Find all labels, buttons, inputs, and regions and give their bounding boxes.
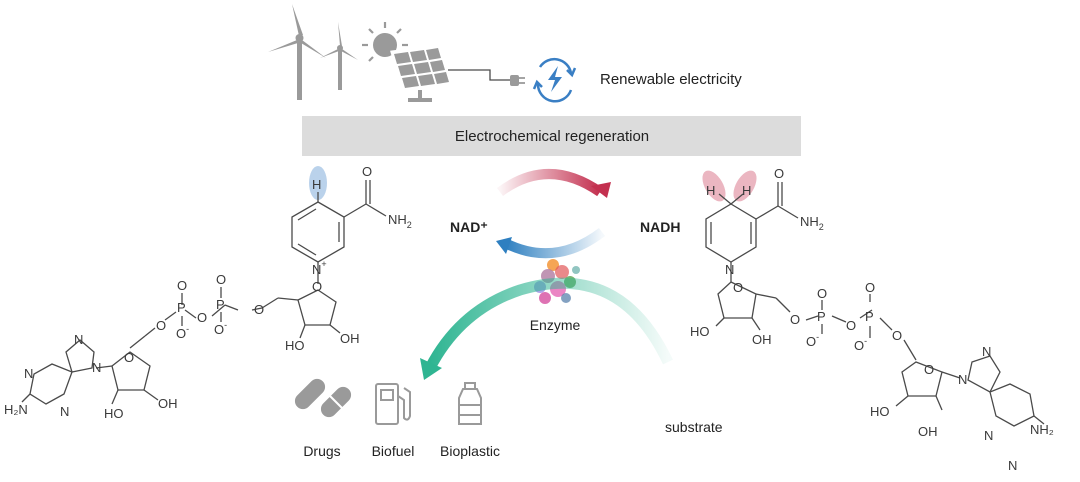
nad-amide-oxygen: O	[362, 164, 372, 179]
substrate-conversion-arrow	[420, 277, 673, 380]
nadh-hydrogen-highlight-2	[733, 170, 757, 202]
nad-ho-left: HO	[285, 338, 305, 353]
nadh-adenosine-ho: HO	[870, 404, 890, 419]
renewable-electricity-label: Renewable electricity	[600, 71, 742, 88]
nadh-p1-ominus: O-	[806, 332, 819, 349]
nadh-amide-nh2: NH2	[800, 214, 824, 232]
nad-bridge-oxygen-1: O	[254, 302, 264, 317]
enzyme-label: Enzyme	[530, 317, 581, 333]
nadh-adenine-n3: N	[984, 428, 993, 443]
bottle-icon	[458, 382, 482, 425]
nadh-h-atom-2: H	[742, 183, 751, 198]
nadh-h-atom-1: H	[706, 183, 715, 198]
nad-adenine-n3: N	[60, 404, 69, 419]
nad-adenine-nh2: H₂N	[4, 402, 28, 417]
oxidation-arrow	[496, 227, 606, 259]
nad-molecule	[21, 166, 387, 405]
nadh-adenine-n7: N	[982, 344, 991, 359]
nadh-bridge-oxygen-3: O	[892, 328, 902, 343]
nad-ring-oxygen: O	[312, 279, 322, 294]
nad-adenosine-oh: OH	[158, 396, 178, 411]
nadh-adenosine-ring-oxygen: O	[924, 362, 934, 377]
nadh-hydrogen-highlight-1	[702, 170, 726, 202]
nad-phosphorus-1: P	[216, 297, 225, 312]
biofuel-label: Biofuel	[372, 443, 415, 459]
nadh-bridge-oxygen-2: O	[846, 318, 856, 333]
nad-p1-oxygen-top: O	[216, 272, 226, 287]
nadh-p2-oxygen-top: O	[865, 280, 875, 295]
nadh-molecule	[702, 170, 1045, 427]
nad-hydrogen-highlight	[309, 166, 327, 200]
wind-turbine-small-icon	[320, 22, 358, 90]
nad-h-atom: H	[312, 177, 321, 192]
plug-icon	[510, 75, 525, 86]
nad-bridge-oxygen-2: O	[197, 310, 207, 325]
nadh-amide-oxygen: O	[774, 166, 784, 181]
nadh-adenine-nh2: NH₂	[1030, 422, 1054, 437]
nadh-label: NADH	[640, 219, 680, 235]
nad-oh-right: OH	[340, 331, 360, 346]
nadh-oh-right: OH	[752, 332, 772, 347]
nad-adenine-n1: N	[24, 366, 33, 381]
solar-panel-icon	[390, 44, 455, 102]
substrate-label: substrate	[665, 419, 723, 435]
nad-p2-ominus: O-	[176, 324, 189, 341]
drugs-label: Drugs	[303, 443, 340, 459]
nad-phosphorus-2: P	[177, 300, 186, 315]
regeneration-banner	[302, 116, 801, 156]
reduction-arrow	[497, 169, 611, 198]
nad-p2-oxygen-top: O	[177, 278, 187, 293]
fuel-pump-icon	[375, 383, 411, 425]
renewable-power-icon	[532, 57, 577, 103]
nad-adenine-n9: N	[92, 360, 101, 375]
banner-label: Electrochemical regeneration	[455, 128, 649, 145]
nad-adenosine-ho: HO	[104, 406, 124, 421]
nadh-adenosine-oh: OH	[918, 424, 938, 439]
bioplastic-label: Bioplastic	[440, 443, 500, 459]
power-cable	[448, 69, 510, 81]
nadh-phosphorus-2: P	[865, 309, 874, 324]
nadh-adenine-n9: N	[958, 372, 967, 387]
nadh-p1-oxygen-top: O	[817, 286, 827, 301]
pill-capsules-icon	[294, 378, 352, 418]
nad-n-plus: N+	[312, 259, 327, 277]
nad-amide-nh2: NH2	[388, 212, 412, 230]
nad-bridge-oxygen-3: O	[156, 318, 166, 333]
nadh-ring-oxygen: O	[733, 280, 743, 295]
nadh-adenine-n1: N	[1008, 458, 1017, 473]
nadh-n-atom: N	[725, 262, 734, 277]
nadh-phosphorus-1: P	[817, 309, 826, 324]
nad-p1-ominus: O-	[214, 320, 227, 337]
nad-label: NAD⁺	[450, 219, 488, 235]
nad-adenosine-ring-oxygen: O	[124, 350, 134, 365]
nadh-bridge-oxygen-1: O	[790, 312, 800, 327]
wind-turbine-large-icon	[268, 4, 326, 100]
nadh-ho-left: HO	[690, 324, 710, 339]
nad-adenine-n7: N	[74, 332, 83, 347]
nadh-p2-ominus: O-	[854, 336, 867, 353]
